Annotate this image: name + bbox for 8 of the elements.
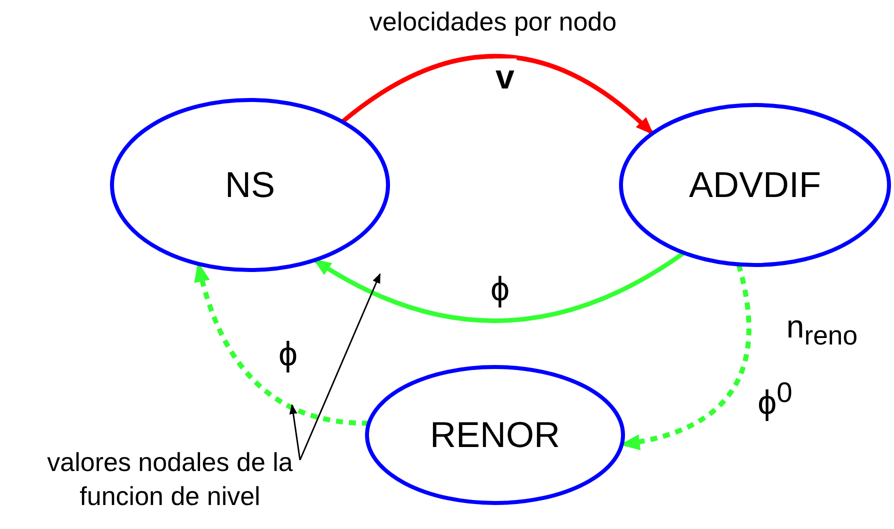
node-label: RENOR xyxy=(430,414,560,456)
arrow xyxy=(313,250,686,323)
node-label: NS xyxy=(224,164,275,206)
note-text: valores nodales de la funcion de nivel xyxy=(46,446,294,513)
arrow xyxy=(340,54,654,136)
leader-line xyxy=(289,404,301,460)
leader-line xyxy=(299,273,381,460)
node-label: ADVDIF xyxy=(688,164,821,206)
